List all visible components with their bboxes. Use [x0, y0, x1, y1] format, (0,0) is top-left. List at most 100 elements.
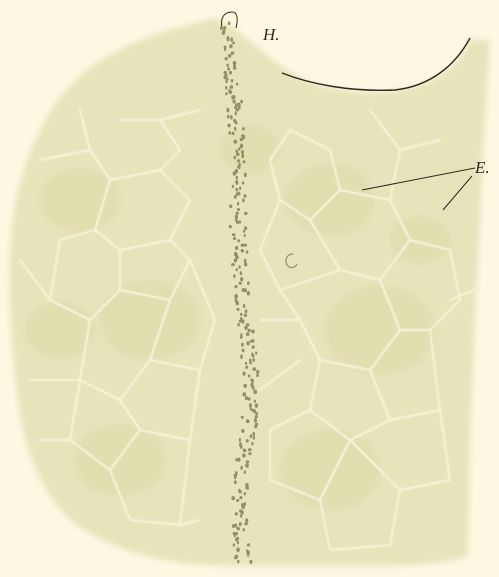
strand-dot	[252, 345, 255, 348]
strand-dot	[252, 386, 255, 390]
strand-dot	[230, 115, 233, 119]
strand-dot	[241, 134, 243, 137]
strand-dot	[255, 403, 259, 407]
strand-dot	[225, 80, 227, 83]
strand-dot	[245, 486, 249, 490]
strand-dot	[236, 499, 239, 502]
strand-dot	[237, 202, 239, 206]
strand-dot	[227, 115, 230, 119]
strand-dot	[242, 198, 245, 202]
strand-dot	[244, 173, 247, 177]
strand-dot	[247, 552, 249, 556]
strand-dot	[229, 225, 232, 228]
strand-dot	[226, 108, 229, 113]
strand-dot	[236, 181, 239, 185]
strand-dot	[234, 285, 237, 288]
strand-dot	[228, 89, 230, 93]
strand-dot	[233, 67, 237, 70]
shading-patch	[390, 216, 450, 264]
strand-dot	[251, 329, 255, 333]
strand-dot	[236, 108, 239, 111]
strand-dot	[239, 282, 242, 285]
strand-dot	[256, 412, 259, 415]
strand-dot	[239, 496, 242, 499]
strand-dot	[223, 26, 226, 29]
strand-dot	[249, 361, 252, 365]
strand-dot	[234, 127, 236, 131]
strand-dot	[236, 192, 239, 195]
strand-dot	[232, 41, 235, 44]
strand-dot	[238, 265, 240, 269]
strand-dot	[246, 341, 249, 345]
strand-dot	[228, 131, 231, 135]
strand-dot	[243, 230, 245, 233]
strand-dot	[244, 194, 247, 198]
strand-dot	[241, 249, 244, 253]
strand-dot	[231, 51, 235, 55]
strand-dot	[239, 444, 242, 447]
strand-dot	[250, 407, 252, 411]
strand-dot	[250, 434, 252, 438]
strand-dot	[235, 512, 238, 515]
strand-dot	[235, 121, 238, 125]
strand-dot	[234, 556, 238, 559]
strand-dot	[244, 326, 247, 330]
strand-dot	[235, 246, 238, 250]
strand-dot	[236, 308, 239, 311]
strand-dot	[245, 309, 248, 313]
strand-dot	[246, 332, 250, 336]
strand-dot	[236, 176, 238, 180]
strand-dot	[237, 239, 240, 242]
strand-dot	[234, 259, 237, 263]
strand-dot	[233, 543, 235, 546]
strand-dot	[229, 205, 232, 209]
strand-dot	[242, 453, 246, 457]
strand-dot	[253, 436, 255, 440]
strand-dot	[235, 537, 238, 541]
strand-dot	[238, 221, 241, 224]
strand-dot	[245, 396, 249, 400]
strand-dot	[246, 463, 248, 467]
strand-dot	[234, 523, 237, 527]
strand-dot	[242, 181, 245, 184]
strand-dot	[249, 560, 252, 564]
strand-dot	[246, 439, 249, 443]
strand-dot	[239, 319, 243, 322]
strand-dot	[240, 100, 243, 104]
strand-dot	[232, 100, 235, 104]
strand-dot	[240, 514, 243, 517]
strand-dot	[242, 392, 246, 396]
strand-dot	[236, 83, 238, 86]
label-e: E.	[475, 159, 490, 176]
strand-dot	[235, 268, 237, 271]
strand-dot	[229, 44, 232, 48]
strand-dot	[254, 425, 257, 428]
strand-dot	[241, 150, 244, 154]
strand-dot	[251, 442, 253, 446]
strand-dot	[241, 154, 244, 158]
strand-dot	[232, 185, 234, 189]
strand-dot	[230, 85, 233, 89]
strand-dot	[235, 458, 238, 461]
strand-dot	[251, 339, 254, 343]
strand-dot	[228, 21, 231, 25]
strand-dot	[248, 452, 251, 455]
strand-dot	[235, 212, 238, 215]
strand-dot	[235, 188, 238, 192]
strand-dot	[237, 323, 239, 327]
strand-dot	[240, 511, 243, 515]
strand-dot	[248, 329, 251, 332]
strand-dot	[240, 138, 244, 141]
strand-dot	[237, 159, 240, 163]
tissue-mass	[10, 18, 490, 566]
strand-dot	[224, 48, 226, 51]
strand-dot	[233, 140, 237, 144]
strand-dot	[243, 384, 247, 388]
strand-dot	[235, 111, 237, 116]
strand-dot	[252, 367, 256, 371]
shading-patch	[100, 280, 200, 360]
strand-dot	[238, 147, 240, 151]
strand-dot	[246, 250, 249, 253]
strand-dot	[239, 438, 241, 442]
